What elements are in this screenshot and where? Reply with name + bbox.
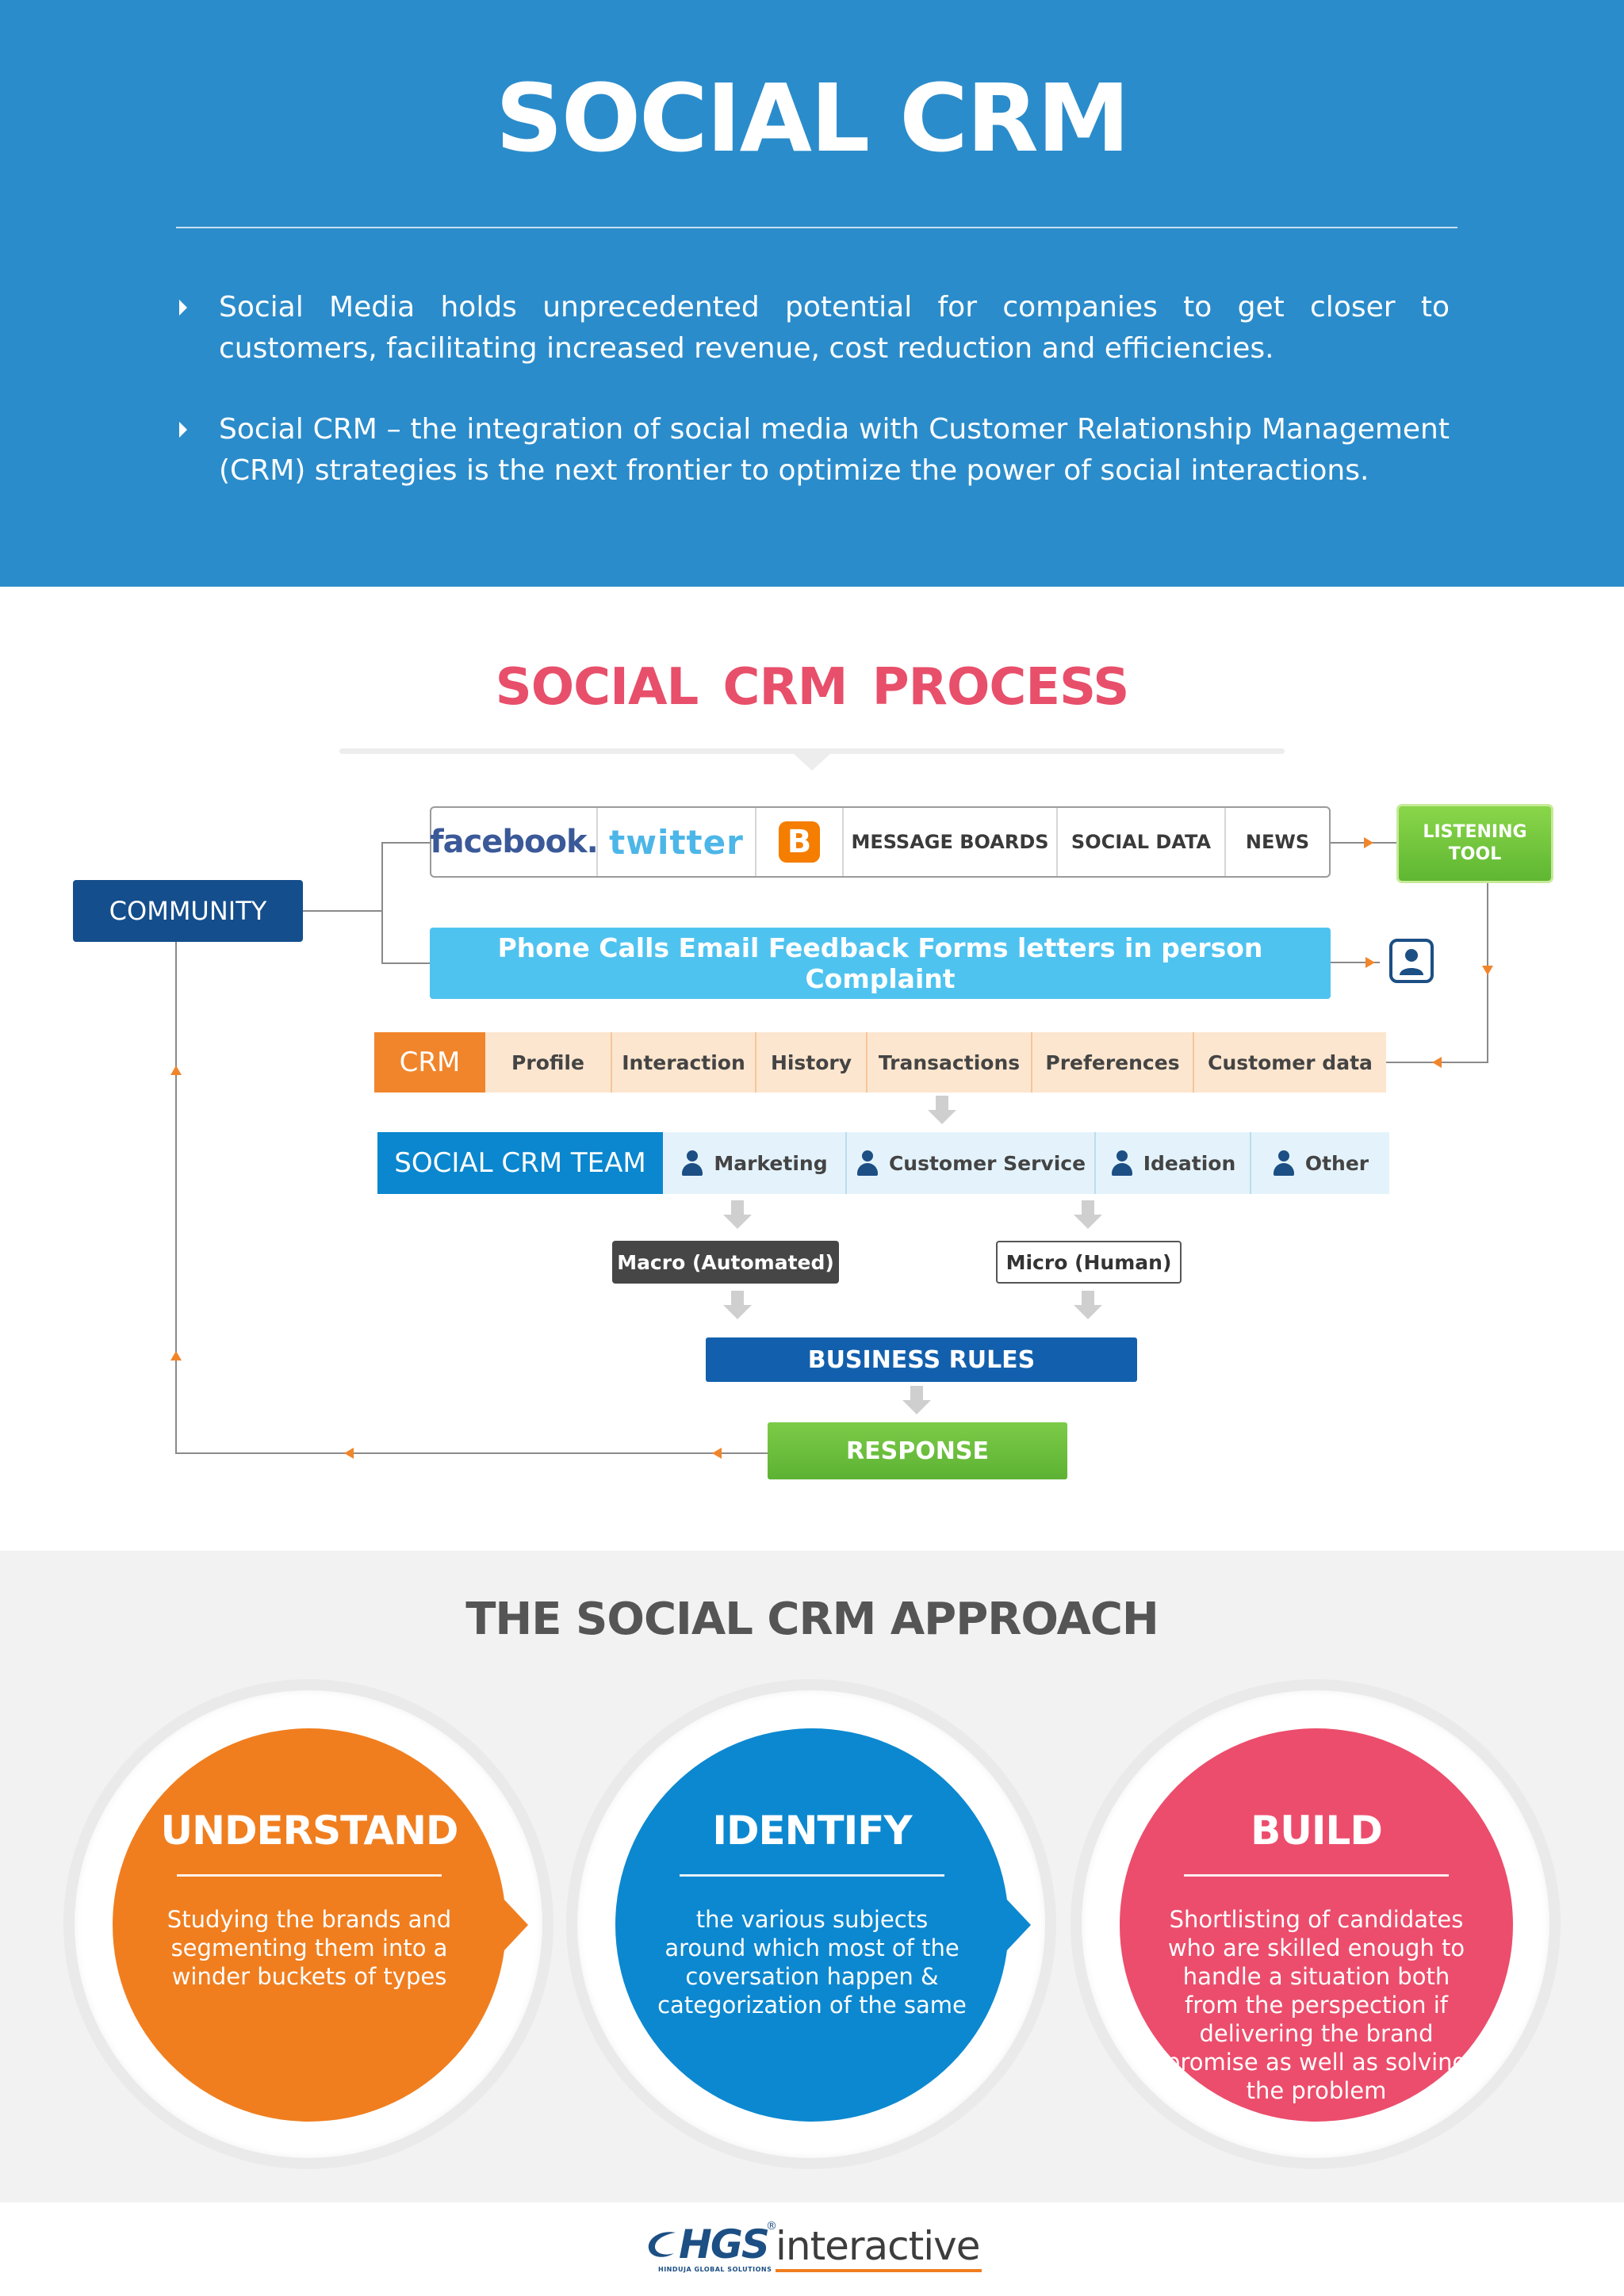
micro-human-box: Micro (Human) [996, 1241, 1182, 1284]
step-title: BUILD [1251, 1808, 1383, 1854]
crm-field: Interaction [612, 1032, 756, 1093]
process-divider [339, 748, 1285, 754]
header-divider [176, 227, 1457, 228]
team-role: Ideation [1096, 1132, 1251, 1194]
bullet-arrow-icon [179, 300, 187, 316]
business-rules-box: BUSINESS RULES [706, 1337, 1137, 1382]
crm-label: CRM [374, 1032, 485, 1093]
person-icon [680, 1150, 704, 1176]
logo-underline [776, 2269, 982, 2272]
process-title: SOCIAL CRM PROCESS [495, 658, 1130, 717]
crm-field: History [756, 1032, 868, 1093]
step-text: Shortlisting of candidates who are skill… [1166, 1906, 1467, 2104]
hgs-interactive-logo: HGS ® interactive HINDUJA GLOBAL SOLUTIO… [641, 2220, 986, 2275]
person-glyph [1400, 949, 1423, 975]
team-role: Other [1251, 1132, 1389, 1194]
step-text: Studying the brands and segmenting them … [167, 1906, 452, 1990]
bullet-arrow-icon [179, 422, 187, 438]
offline-channels-box: Phone Calls Email Feedback Forms letters… [430, 928, 1331, 999]
gray-arrow-macro-top [723, 1200, 752, 1229]
listening-tool-box: LISTENING TOOL [1399, 806, 1551, 881]
identify-pointer-icon [1005, 1898, 1031, 1952]
gray-arrow-crm-team [928, 1096, 956, 1124]
crm-field: Customer data [1208, 1050, 1373, 1074]
approach-title: THE SOCIAL CRM APPROACH [465, 1594, 1159, 1645]
facebook-logo: facebook. [430, 824, 599, 860]
build-disc: BUILD Shortlisting of candidates who are… [1120, 1728, 1513, 2122]
team-role-label: Customer Service [888, 1151, 1086, 1175]
team-role: Customer Service [847, 1132, 1096, 1194]
gray-arrow-macro-bottom [723, 1291, 752, 1319]
gray-arrow-micro-top [1074, 1200, 1102, 1229]
intro-bullet-1: Social Media holds unprecedented potenti… [179, 287, 1450, 369]
person-icon [1110, 1150, 1134, 1176]
community-to-social-line [303, 842, 430, 912]
team-role-label: Marketing [714, 1151, 828, 1175]
logo-registered-mark: ® [766, 2220, 777, 2233]
logo-swoosh-icon [648, 2232, 676, 2257]
blogger-icon: B [779, 821, 820, 863]
twitter-logo-cell: twitter [598, 808, 756, 876]
intro-bullet-text: Social CRM – the integration of social m… [219, 413, 1450, 487]
macro-automated-box: Macro (Automated) [612, 1241, 839, 1284]
arrow-to-listening [1364, 837, 1373, 848]
header-banner: SOCIAL CRM Social Media holds unpreceden… [0, 0, 1624, 587]
blogger-logo-cell: B [756, 808, 844, 876]
crm-row: CRM Profile Interaction History Transact… [374, 1032, 1386, 1093]
facebook-logo-cell: facebook. [430, 808, 599, 876]
message-boards-cell: MESSAGE BOARDS [844, 808, 1058, 876]
step-divider [1184, 1874, 1449, 1877]
arrow-down-listening [1482, 966, 1493, 975]
team-role: Marketing [663, 1132, 847, 1194]
gray-arrow-business-response [902, 1386, 931, 1414]
person-icon [1272, 1150, 1296, 1176]
blogger-glyph: B [787, 824, 812, 860]
footer [0, 2202, 1624, 2296]
step-text: the various subjects around which most o… [657, 1906, 967, 2019]
person-icon [1389, 939, 1434, 983]
intro-bullet-text: Social Media holds unprecedented potenti… [219, 291, 1450, 365]
logo-brand: HGS [679, 2221, 770, 2267]
arrow-to-crm [1432, 1057, 1442, 1068]
social-data-cell: SOCIAL DATA [1058, 808, 1226, 876]
gray-arrow-micro-bottom [1074, 1291, 1102, 1319]
crm-field: Profile [485, 1032, 612, 1093]
crm-field: Preferences [1032, 1032, 1194, 1093]
logo-tagline: HINDUJA GLOBAL SOLUTIONS [658, 2266, 772, 2273]
social-channels-bar: facebook. twitter B MESSAGE BOARDS SOCIA… [430, 806, 1331, 878]
identify-disc: IDENTIFY the various subjects around whi… [615, 1728, 1009, 2122]
process-divider-notch [793, 753, 831, 771]
team-role-label: Other [1304, 1151, 1369, 1175]
social-crm-team-row: SOCIAL CRM TEAM Marketing Customer Servi… [377, 1132, 1389, 1194]
step-divider [177, 1874, 442, 1877]
step-title: UNDERSTAND [160, 1808, 459, 1854]
understand-pointer-icon [503, 1898, 528, 1952]
news-cell: NEWS [1245, 831, 1310, 853]
step-title: IDENTIFY [712, 1808, 912, 1854]
logo-product: interactive [776, 2223, 980, 2269]
person-icon [856, 1150, 879, 1176]
response-to-community-line [175, 942, 768, 1454]
team-role-label: Ideation [1143, 1151, 1236, 1175]
arrow-up-community-2 [170, 1066, 182, 1075]
arrow-response-left-2 [344, 1448, 354, 1459]
intro-bullet-2: Social CRM – the integration of social m… [179, 409, 1450, 492]
team-label: SOCIAL CRM TEAM [377, 1132, 663, 1194]
understand-disc: UNDERSTAND Studying the brands and segme… [113, 1728, 506, 2122]
community-box: COMMUNITY [73, 880, 303, 942]
response-box: RESPONSE [768, 1422, 1067, 1479]
twitter-logo: twitter [609, 822, 744, 862]
arrow-to-person [1365, 957, 1375, 968]
arrow-response-left-1 [712, 1448, 722, 1459]
page-title: SOCIAL CRM [495, 63, 1130, 173]
arrow-up-community-1 [170, 1351, 182, 1360]
step-divider [680, 1874, 944, 1877]
community-to-channels-line [381, 911, 430, 964]
crm-field: Transactions [868, 1032, 1032, 1093]
